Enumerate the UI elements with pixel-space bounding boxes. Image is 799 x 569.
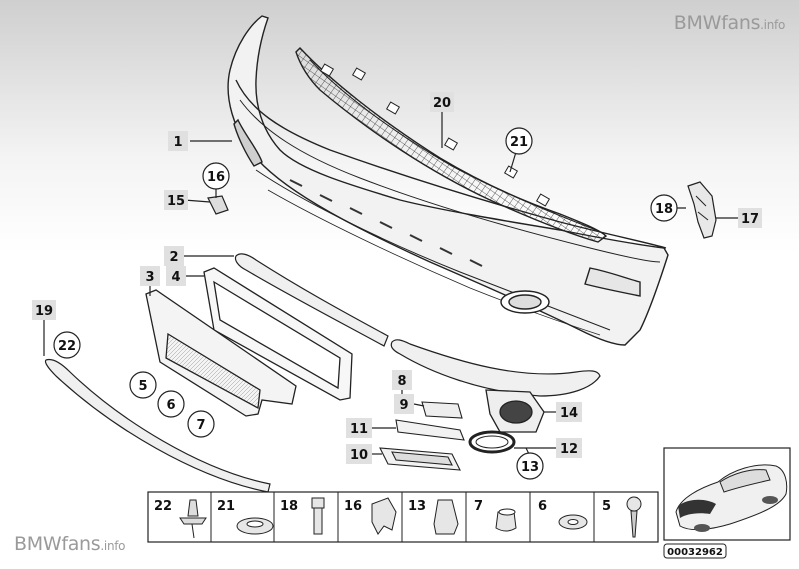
svg-text:14: 14 bbox=[560, 406, 578, 421]
callout-9: 9 bbox=[394, 394, 414, 414]
svg-text:10: 10 bbox=[350, 448, 368, 463]
svg-text:00032962: 00032962 bbox=[667, 547, 723, 558]
strip-cell-13: 13 bbox=[408, 499, 459, 535]
ring-part-12 bbox=[468, 430, 516, 454]
callout-8: 8 bbox=[392, 370, 412, 390]
trim-strip-19 bbox=[44, 358, 271, 493]
watermark-top: BMWfans.info bbox=[673, 12, 786, 34]
strip-part-8 bbox=[390, 339, 601, 397]
plate-base-3 bbox=[145, 289, 297, 417]
callout-17: 17 bbox=[738, 208, 762, 228]
svg-text:21: 21 bbox=[217, 499, 235, 514]
svg-text:20: 20 bbox=[433, 96, 451, 111]
callout-22: 22 bbox=[53, 331, 81, 359]
strip-cell-21: 21 bbox=[217, 499, 274, 535]
square-callouts: 1 2 3 4 19 20 15 17 8 9 11 10 14 12 bbox=[32, 92, 762, 464]
svg-text:18: 18 bbox=[280, 499, 298, 514]
strip-cell-7: 7 bbox=[474, 499, 517, 532]
callout-20: 20 bbox=[430, 92, 454, 112]
svg-text:6: 6 bbox=[166, 398, 175, 413]
strip-part-2 bbox=[234, 253, 389, 347]
insert-part-9 bbox=[421, 401, 463, 419]
callout-11: 11 bbox=[346, 418, 372, 438]
callout-6: 6 bbox=[157, 390, 185, 418]
svg-text:6: 6 bbox=[538, 499, 547, 514]
callout-18: 18 bbox=[650, 194, 678, 222]
svg-text:5: 5 bbox=[138, 379, 147, 394]
bumper-shell bbox=[227, 15, 669, 346]
insert-part-10-11 bbox=[379, 419, 465, 471]
strip-cell-18: 18 bbox=[280, 497, 325, 535]
svg-text:18: 18 bbox=[655, 202, 673, 217]
callout-14: 14 bbox=[556, 402, 582, 422]
grille-mesh bbox=[295, 46, 608, 243]
watermark-bottom: BMWfans.info bbox=[14, 533, 126, 555]
svg-text:15: 15 bbox=[167, 194, 185, 209]
strip-cell-6: 6 bbox=[538, 499, 588, 530]
svg-text:9: 9 bbox=[399, 398, 408, 413]
clip-part-15 bbox=[207, 195, 229, 215]
svg-text:5: 5 bbox=[602, 499, 611, 514]
svg-text:12: 12 bbox=[560, 442, 578, 457]
svg-text:8: 8 bbox=[397, 374, 406, 389]
strip-cell-22: 22 bbox=[154, 499, 207, 539]
svg-text:22: 22 bbox=[58, 339, 76, 354]
callout-4: 4 bbox=[166, 266, 186, 286]
svg-text:22: 22 bbox=[154, 499, 172, 514]
callout-15: 15 bbox=[164, 190, 188, 210]
strip-cell-16: 16 bbox=[344, 497, 397, 535]
svg-text:3: 3 bbox=[145, 270, 154, 285]
fog-housing-14 bbox=[485, 389, 545, 433]
callout-2: 2 bbox=[164, 246, 184, 266]
svg-text:13: 13 bbox=[521, 460, 539, 475]
bracket-part bbox=[687, 181, 717, 239]
callout-5: 5 bbox=[129, 371, 157, 399]
svg-text:4: 4 bbox=[171, 270, 180, 285]
callout-19: 19 bbox=[32, 300, 56, 320]
svg-text:19: 19 bbox=[35, 304, 53, 319]
svg-text:7: 7 bbox=[474, 499, 483, 514]
callout-16: 16 bbox=[202, 162, 230, 190]
strip-cell-5: 5 bbox=[602, 496, 642, 538]
parts-strip: 22 21 18 16 13 7 6 bbox=[147, 491, 659, 543]
svg-text:16: 16 bbox=[344, 499, 362, 514]
callout-7: 7 bbox=[187, 410, 215, 438]
svg-text:7: 7 bbox=[196, 418, 205, 433]
callout-21: 21 bbox=[505, 127, 533, 155]
svg-text:2: 2 bbox=[169, 250, 178, 265]
car-thumbnail: 00032962 bbox=[663, 447, 791, 559]
svg-text:13: 13 bbox=[408, 499, 426, 514]
callout-12: 12 bbox=[556, 438, 582, 458]
svg-text:11: 11 bbox=[350, 422, 368, 437]
callout-10: 10 bbox=[346, 444, 372, 464]
svg-text:16: 16 bbox=[207, 170, 225, 185]
svg-text:21: 21 bbox=[510, 135, 528, 150]
svg-text:1: 1 bbox=[173, 135, 182, 150]
callout-3: 3 bbox=[140, 266, 160, 286]
svg-text:17: 17 bbox=[741, 212, 759, 227]
circle-callouts: 16 21 18 22 5 6 7 13 bbox=[53, 127, 678, 480]
callout-13: 13 bbox=[516, 452, 544, 480]
callout-1: 1 bbox=[168, 131, 188, 151]
